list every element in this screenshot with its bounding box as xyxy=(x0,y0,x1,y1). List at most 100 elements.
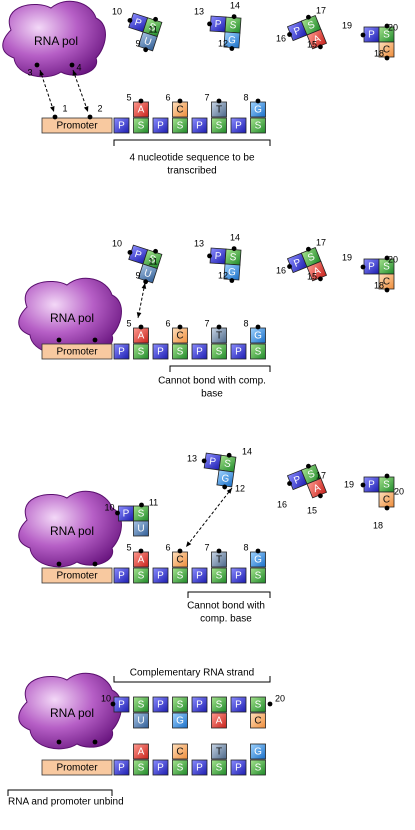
phosphate-square-letter: P xyxy=(292,474,303,487)
point-number-15: 15 xyxy=(307,39,317,49)
phosphate-square: P xyxy=(230,759,247,776)
sugar-square-letter: S xyxy=(306,251,317,264)
dna-base-A: A xyxy=(133,327,149,344)
rna-base-C-letter: C xyxy=(383,277,390,288)
sugar-square: S xyxy=(172,343,188,360)
sugar-square-letter: S xyxy=(383,30,390,41)
nuc-left-dot xyxy=(287,264,292,269)
arrow-line xyxy=(39,69,55,113)
point-number-11: 11 xyxy=(148,256,157,266)
dna-base-G: G xyxy=(250,101,266,118)
nuc-top-dot xyxy=(153,248,158,254)
caption-line: comp. base xyxy=(200,614,252,625)
sugar-square-letter: S xyxy=(138,509,145,520)
dna-base-dot xyxy=(216,548,222,554)
caption-line: 4 nucleotide sequence to be xyxy=(129,153,255,164)
sugar-square-letter: S xyxy=(306,468,317,481)
nuc-top-dot xyxy=(231,246,237,251)
sugar-square: S xyxy=(172,759,188,776)
phosphate-square-letter: P xyxy=(292,25,303,38)
caption-line: transcribed xyxy=(167,166,216,177)
sugar-square-letter: S xyxy=(147,22,157,35)
dna-base-G-letter: G xyxy=(254,747,262,758)
bonding-arrow xyxy=(39,69,55,113)
sugar-square: S xyxy=(224,16,242,34)
phosphate-square-box xyxy=(152,117,169,134)
rna-base-G-box xyxy=(172,712,188,729)
sugar-square-letter: S xyxy=(177,347,184,358)
sugar-square: S xyxy=(250,759,266,776)
rna-base-C-box xyxy=(250,712,266,729)
dna-base-dot xyxy=(177,98,183,104)
rna-polymerase: RNA pol xyxy=(18,672,122,750)
sugar-square-box xyxy=(211,567,227,584)
phosphate-square-box xyxy=(191,759,208,776)
rna-sugar-square-letter: S xyxy=(216,700,223,711)
rna-sugar-square: S xyxy=(172,696,188,713)
phosphate-square-letter: P xyxy=(235,121,242,132)
sugar-square-box xyxy=(211,343,227,360)
point-number-18: 18 xyxy=(374,48,384,58)
attachment-dot xyxy=(56,739,62,745)
point-number-3: 3 xyxy=(27,67,32,77)
rna-base-C: C xyxy=(250,712,266,729)
sugar-square-box xyxy=(172,759,188,776)
dna-base-dot xyxy=(138,324,144,330)
point-number-14: 14 xyxy=(230,232,240,242)
point-number-1: 1 xyxy=(62,103,67,113)
dna-base-A-letter: A xyxy=(138,105,145,116)
sugar-square-box xyxy=(250,343,266,360)
sugar-square-letter: S xyxy=(216,571,223,582)
sugar-square-letter: S xyxy=(138,571,145,582)
dna-base-A-letter: A xyxy=(138,331,145,342)
phosphate-square-box xyxy=(152,759,169,776)
arrow-head xyxy=(186,541,192,547)
phosphate-square-box xyxy=(191,567,208,584)
phosphate-square-letter: P xyxy=(196,121,203,132)
phosphate-square: P xyxy=(230,117,247,134)
phosphate-square-box xyxy=(113,567,130,584)
nuc-bottom-dot xyxy=(229,46,235,51)
dna-base-T: T xyxy=(211,551,227,568)
phosphate-square-letter: P xyxy=(368,262,375,273)
sugar-square-letter: S xyxy=(383,262,390,273)
dna-base-dot xyxy=(216,324,222,330)
dna-base-G-letter: G xyxy=(254,105,262,116)
dna-base-C: C xyxy=(172,101,188,118)
point-number-9: 9 xyxy=(135,270,140,280)
phosphate-square-box xyxy=(191,343,208,360)
phosphate-square-box xyxy=(230,343,247,360)
dna-base-G: G xyxy=(250,743,266,760)
rna-base-A-letter: A xyxy=(216,716,223,727)
promoter-box xyxy=(41,117,113,134)
rna-base-U-letter: U xyxy=(142,268,152,281)
rna-sugar-square-box xyxy=(172,696,188,713)
phosphate-square: P xyxy=(191,759,208,776)
rna-base-U-letter: U xyxy=(137,524,144,535)
sugar-square: S xyxy=(218,454,237,473)
promoter-box xyxy=(41,343,113,360)
sugar-square-box xyxy=(133,567,149,584)
phosphate-square-letter: P xyxy=(118,347,125,358)
phosphate-square: P xyxy=(363,258,380,275)
point-number-5: 5 xyxy=(126,92,131,102)
sugar-square-letter: S xyxy=(229,20,237,31)
rna-pol-label: RNA pol xyxy=(34,34,78,48)
rna-sugar-square-box xyxy=(133,696,149,713)
promoter-dot-2 xyxy=(87,114,93,120)
point-number-12: 12 xyxy=(218,270,228,280)
sugar-square-letter: S xyxy=(229,252,237,263)
point-number-13: 13 xyxy=(194,238,204,248)
nuc-top-dot xyxy=(226,452,232,458)
point-number-17: 17 xyxy=(316,470,326,480)
phosphate-square: P xyxy=(230,567,247,584)
phosphate-square-letter: P xyxy=(292,257,303,270)
sugar-square: S xyxy=(133,343,149,360)
phosphate-square: P xyxy=(113,343,130,360)
